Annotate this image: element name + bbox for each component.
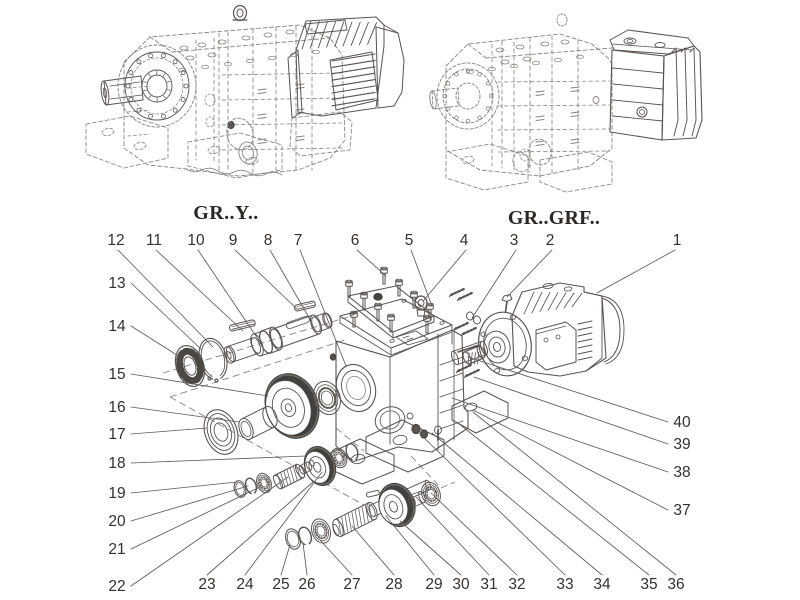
svg-text:39: 39 bbox=[673, 436, 690, 453]
svg-text:20: 20 bbox=[108, 513, 126, 530]
svg-text:40: 40 bbox=[673, 414, 691, 431]
svg-text:GR..Y..: GR..Y.. bbox=[193, 202, 258, 224]
svg-text:25: 25 bbox=[272, 576, 289, 593]
svg-text:3: 3 bbox=[510, 232, 519, 249]
svg-text:12: 12 bbox=[107, 232, 124, 249]
svg-text:18: 18 bbox=[108, 455, 125, 472]
svg-text:28: 28 bbox=[385, 576, 402, 593]
svg-text:19: 19 bbox=[108, 485, 125, 502]
svg-text:36: 36 bbox=[667, 576, 684, 593]
svg-text:32: 32 bbox=[508, 576, 525, 593]
svg-text:7: 7 bbox=[294, 232, 303, 249]
svg-text:29: 29 bbox=[425, 576, 442, 593]
svg-text:14: 14 bbox=[108, 318, 126, 335]
svg-text:24: 24 bbox=[236, 576, 254, 593]
svg-text:4: 4 bbox=[460, 232, 469, 249]
svg-text:35: 35 bbox=[640, 576, 657, 593]
svg-text:22: 22 bbox=[108, 578, 125, 595]
svg-text:26: 26 bbox=[298, 576, 315, 593]
svg-text:5: 5 bbox=[405, 232, 414, 249]
svg-text:33: 33 bbox=[556, 576, 573, 593]
svg-text:34: 34 bbox=[593, 576, 611, 593]
svg-text:27: 27 bbox=[343, 576, 360, 593]
svg-text:1: 1 bbox=[673, 232, 682, 249]
svg-text:38: 38 bbox=[673, 464, 690, 481]
svg-text:31: 31 bbox=[480, 576, 497, 593]
svg-text:16: 16 bbox=[108, 399, 125, 416]
svg-text:10: 10 bbox=[187, 232, 205, 249]
svg-text:15: 15 bbox=[108, 366, 125, 383]
svg-text:GR..GRF..: GR..GRF.. bbox=[508, 207, 600, 229]
svg-text:11: 11 bbox=[146, 232, 162, 249]
svg-text:17: 17 bbox=[108, 426, 125, 443]
svg-text:6: 6 bbox=[351, 232, 360, 249]
svg-text:23: 23 bbox=[198, 576, 215, 593]
svg-text:2: 2 bbox=[546, 232, 555, 249]
svg-text:21: 21 bbox=[108, 541, 125, 558]
svg-text:8: 8 bbox=[264, 232, 273, 249]
svg-text:9: 9 bbox=[229, 232, 238, 249]
svg-text:13: 13 bbox=[108, 275, 125, 292]
svg-text:30: 30 bbox=[452, 576, 470, 593]
svg-text:37: 37 bbox=[673, 502, 690, 519]
